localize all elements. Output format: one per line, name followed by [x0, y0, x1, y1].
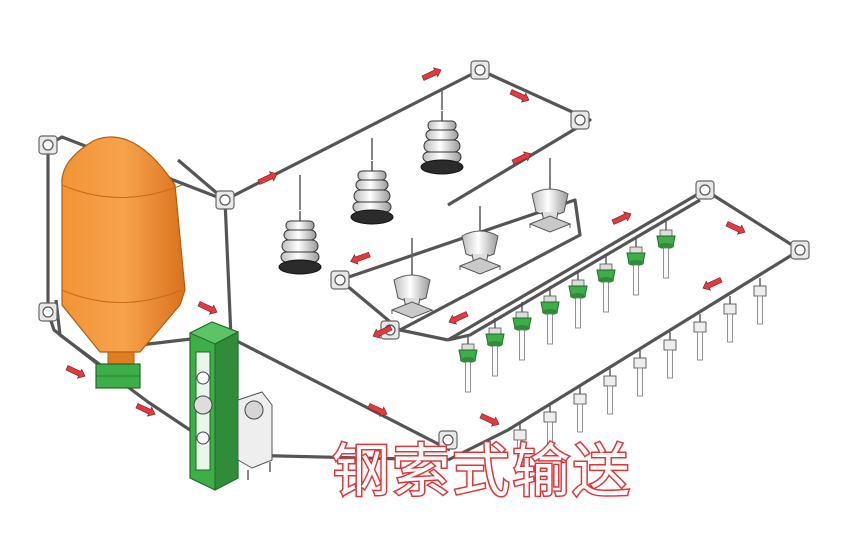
green-feeder-icon [540, 285, 560, 345]
arrow-icon [446, 308, 470, 328]
arrow-icon [348, 249, 372, 267]
diagram-title: 钢索式输送 [330, 436, 633, 507]
white-feeder-icon [603, 367, 617, 415]
pulley-icon [695, 180, 715, 200]
arrow-icon [510, 148, 534, 168]
feed-bin-icon [350, 160, 394, 225]
white-feeder-icon [663, 331, 677, 379]
hanging-bins [278, 90, 464, 275]
green-feeder-icon [568, 269, 588, 329]
white-feeder-icon [633, 349, 647, 397]
white-feeder-icon [573, 385, 587, 433]
pulley-icon [330, 270, 350, 290]
feed-silo [61, 136, 186, 389]
white-feeder-icon [693, 313, 707, 361]
pan-feeders [391, 158, 571, 319]
pulley-icon [570, 110, 590, 130]
drive-machine [188, 321, 273, 491]
feed-bin-icon [420, 110, 464, 175]
cable-loop-lower [447, 188, 802, 462]
arrow-icon [134, 400, 158, 420]
arrow-icon [478, 410, 502, 430]
arrow-icon [256, 168, 280, 188]
pan-feeder-icon [391, 261, 433, 319]
arrow-icon [64, 362, 88, 382]
white-feeder-icon [723, 295, 737, 343]
green-feeder-icon [596, 253, 616, 313]
green-feeder-icon [656, 219, 676, 279]
green-feeder-icon [626, 236, 646, 296]
arrow-icon [196, 298, 220, 318]
feed-bin-icon [278, 210, 322, 275]
arrow-icon [420, 64, 444, 84]
pulley-icon [470, 60, 490, 80]
arrow-icon [700, 274, 724, 294]
cable-loop-upper [338, 198, 582, 342]
arrow-icon [724, 218, 748, 238]
pulley-icon [38, 302, 58, 322]
white-feeder-icon [753, 277, 767, 325]
arrow-icon [610, 208, 634, 228]
pulley-icon [38, 135, 58, 155]
green-feeder-icon [485, 317, 505, 377]
pulley-icon [215, 190, 235, 210]
pan-feeder-icon [529, 175, 571, 233]
pulley-icon [790, 240, 810, 260]
green-feeder-icon [458, 333, 478, 393]
green-feeder-icon [512, 301, 532, 361]
